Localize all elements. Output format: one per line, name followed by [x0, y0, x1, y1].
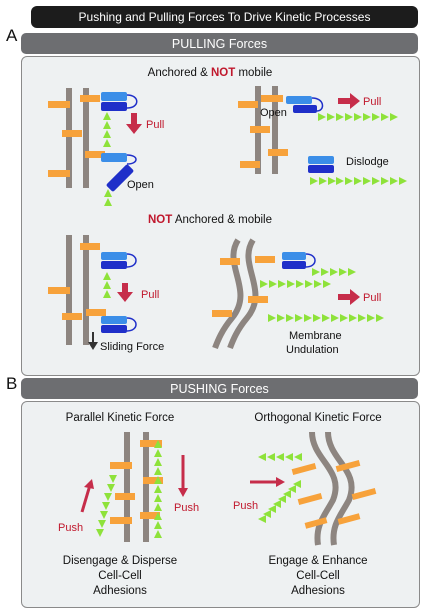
undulating-filaments: [212, 238, 275, 350]
pull-label-2: Pull: [363, 96, 381, 108]
pull-arrow-right-1: [338, 93, 360, 109]
push-label-1: Push: [58, 522, 83, 534]
open-label-2: Open: [260, 107, 287, 119]
orthogonal-title: Orthogonal Kinetic Force: [254, 412, 381, 424]
pushing-panel: [21, 401, 420, 608]
push-arrow-right: [250, 477, 285, 487]
pull-label-4: Pull: [363, 292, 381, 304]
orthogonal-caption-line-2: Cell-Cell: [296, 570, 339, 582]
pull-label-3: Pull: [141, 289, 159, 301]
cadherin-protein-open: [101, 153, 137, 206]
anchored-subtitle: Anchored & NOT mobile: [148, 67, 273, 79]
parallel-title: Parallel Kinetic Force: [66, 412, 175, 424]
filament-pair-orthogonal: [291, 431, 377, 546]
orthogonal-caption-line-3: Adhesions: [291, 585, 345, 597]
dislodge-label: Dislodge: [346, 156, 389, 168]
pull-arrow-bottom-left: [117, 283, 133, 302]
push-label-2: Push: [174, 502, 199, 514]
cadherin-protein-top: [101, 92, 138, 147]
cadherin-protein-mobile-bottom: [101, 316, 137, 333]
open-label-1: Open: [127, 179, 154, 191]
section-a-header: PULLING Forces: [21, 33, 418, 54]
actin-orthogonal-bottom: [258, 480, 301, 523]
push-arrow-up: [80, 479, 94, 513]
sliding-force-arrow: [88, 332, 98, 350]
filament-pair-bottom-left: [48, 235, 106, 345]
pull-arrow-membrane: [338, 289, 360, 305]
not-anchored-subtitle: NOT Anchored & mobile: [148, 214, 272, 226]
actin-parallel-right: [154, 440, 162, 538]
figure-title: Pushing and Pulling Forces To Drive Kine…: [31, 6, 418, 28]
section-a-letter: A: [6, 26, 18, 45]
cadherin-protein-open-right: [286, 96, 398, 121]
sliding-force-label: Sliding Force: [100, 341, 164, 353]
filament-pair-left: [48, 88, 105, 188]
undulation-label: Undulation: [286, 344, 339, 356]
membrane-label: Membrane: [289, 330, 342, 342]
parallel-caption-line-1: Disengage & Disperse: [63, 555, 177, 567]
filament-pair-right: [238, 86, 288, 174]
push-label-3: Push: [233, 500, 258, 512]
pull-label-1: Pull: [146, 119, 164, 131]
filament-pair-parallel: [110, 432, 163, 542]
section-b-letter: B: [6, 374, 18, 393]
actin-orthogonal-top: [258, 453, 302, 461]
actin-parallel-left: [96, 475, 117, 537]
cadherin-protein-mobile-top: [101, 252, 137, 298]
cadherin-protein-membrane: [260, 252, 384, 322]
orthogonal-caption-line-1: Engage & Enhance: [268, 555, 367, 567]
cadherin-protein-dislodged: [308, 156, 407, 185]
push-arrow-down: [178, 455, 188, 497]
parallel-caption-line-3: Adhesions: [93, 585, 147, 597]
pull-arrow-left: [126, 113, 142, 134]
section-b-header: PUSHING Forces: [21, 378, 418, 399]
parallel-caption-line-2: Cell-Cell: [98, 570, 141, 582]
